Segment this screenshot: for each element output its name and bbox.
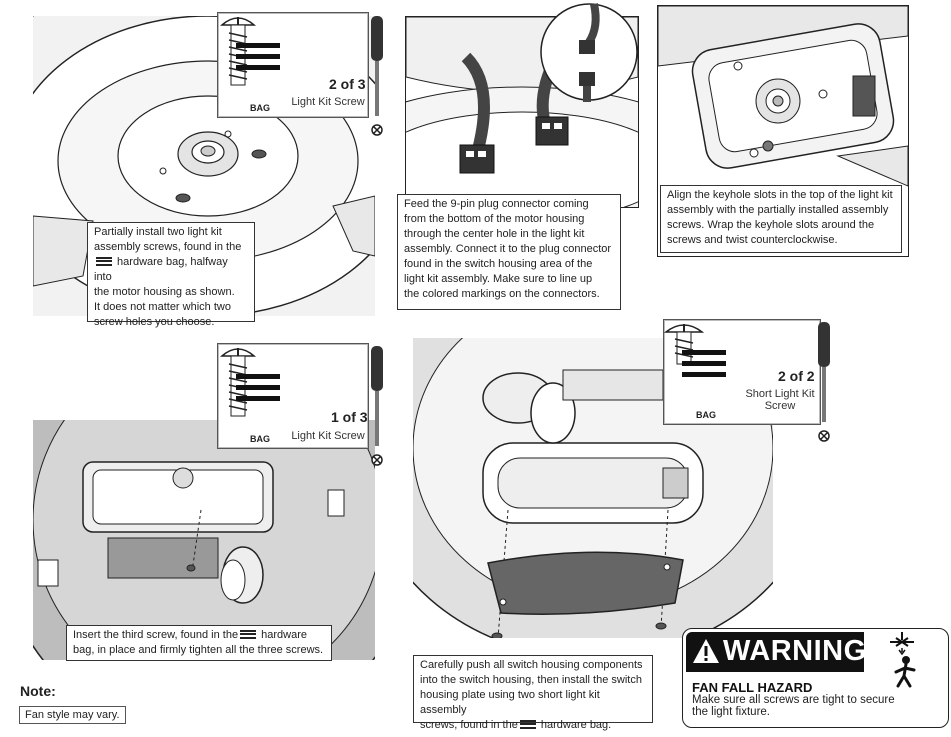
plug-connector-icon bbox=[459, 116, 569, 174]
hardware-count: 2 of 3 bbox=[329, 76, 366, 92]
warning-hazard: FAN FALL HAZARD bbox=[692, 680, 813, 695]
bag-label: BAG bbox=[250, 434, 270, 444]
screw-icon bbox=[220, 17, 256, 86]
step1-caption: Partially install two light kit assembly… bbox=[87, 222, 255, 328]
hardware-bag-icon bbox=[236, 374, 280, 407]
bag-label: BAG bbox=[250, 103, 270, 113]
screwdriver-icon bbox=[371, 346, 383, 466]
warning-body: Make sure all screws are tight to secure… bbox=[692, 694, 895, 718]
hardware-count: 2 of 2 bbox=[778, 368, 815, 384]
hardware-callout: BAG 2 of 3 Light Kit Screw bbox=[217, 12, 369, 118]
connector-zoom-icon bbox=[540, 3, 638, 102]
step5-illustration bbox=[413, 338, 773, 638]
note-text: Fan style may vary. bbox=[19, 706, 126, 724]
screw-icon bbox=[175, 149, 267, 203]
hardware-name: Short Light Kit Screw bbox=[745, 388, 815, 412]
step4-illustration bbox=[33, 420, 375, 660]
hardware-callout: BAG 2 of 2 Short Light Kit Screw bbox=[663, 319, 821, 425]
step4-caption: Insert the third screw, found in the har… bbox=[66, 625, 332, 661]
warning-title: WARNING bbox=[723, 635, 867, 667]
screwdriver-icon bbox=[818, 322, 830, 442]
warning-triangle-icon bbox=[693, 639, 719, 663]
warning-header bbox=[686, 632, 864, 672]
step3-caption: Align the keyhole slots in the top of th… bbox=[660, 185, 902, 253]
note-title: Note: bbox=[20, 683, 56, 699]
hardware-bag-icon bbox=[519, 719, 536, 729]
hardware-callout: BAG 1 of 3 Light Kit Screw bbox=[217, 343, 369, 449]
bag-label: BAG bbox=[696, 410, 716, 420]
hardware-bag-icon bbox=[682, 350, 726, 383]
hardware-count: 1 of 3 bbox=[331, 409, 368, 425]
screw-icon bbox=[663, 324, 705, 365]
hardware-name: Light Kit Screw bbox=[291, 430, 365, 442]
hardware-bag-icon bbox=[240, 629, 257, 639]
step2-caption: Feed the 9-pin plug connector coming fro… bbox=[397, 194, 621, 310]
hardware-bag-icon bbox=[236, 43, 280, 76]
screwdriver-icon bbox=[371, 16, 383, 136]
falling-fan-icon bbox=[890, 632, 916, 688]
step3-illustration bbox=[657, 5, 909, 257]
hardware-bag-icon bbox=[96, 256, 112, 266]
hardware-name: Light Kit Screw bbox=[291, 96, 365, 108]
step5-caption: Carefully push all switch housing compon… bbox=[413, 655, 653, 731]
